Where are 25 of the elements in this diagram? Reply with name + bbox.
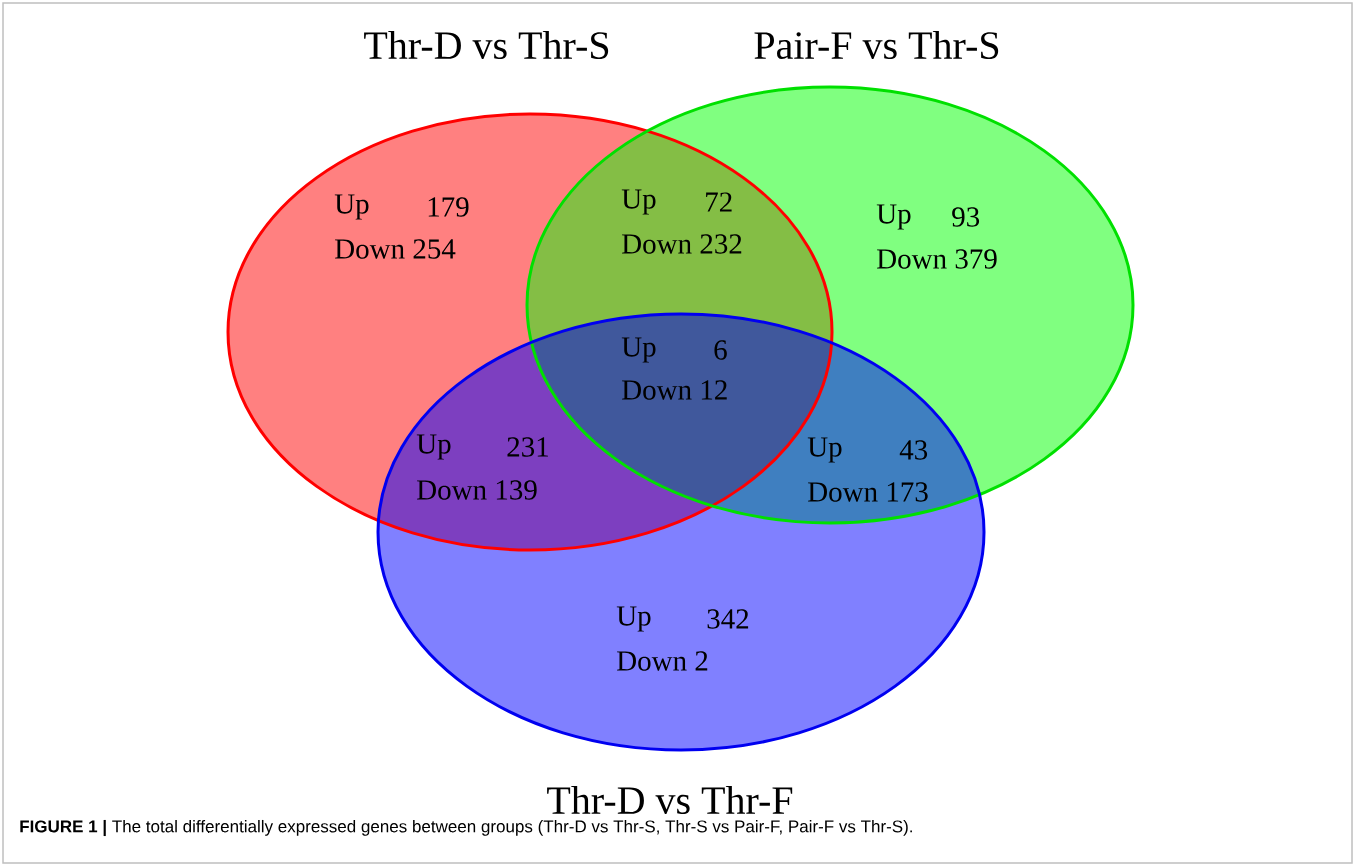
- region-label: Up: [621, 337, 656, 363]
- region-count: 72: [706, 192, 732, 212]
- region-label: Down 232: [622, 234, 742, 254]
- region-label: Up: [807, 437, 842, 463]
- region-label: Down 12: [622, 380, 727, 400]
- region-label: Down 2: [617, 651, 708, 671]
- region-label: Up: [416, 434, 451, 460]
- region-count: 342: [707, 609, 749, 629]
- region-label: Up: [616, 606, 651, 632]
- region-count: 43: [899, 440, 928, 460]
- region-count: 179: [428, 197, 469, 217]
- region-label: Up: [621, 189, 656, 215]
- node-label: Pair-F vs Thr-S: [754, 30, 999, 60]
- region-label: Down 254: [335, 239, 456, 259]
- region-count: 93: [952, 207, 980, 227]
- caption: FIGURE 1 | The total differentially expressed genes between groups (Thr-D vs Thr-S, Thr-S vs Pair-F, Pair-F vs Thr-S).: [20, 819, 912, 837]
- region-label: Down 173: [808, 482, 928, 502]
- region-label: Down 139: [417, 480, 537, 500]
- node-label: Thr-D vs Thr-F: [547, 785, 793, 815]
- region-label: Up: [876, 204, 911, 230]
- region-count: 6: [714, 340, 727, 360]
- region-count: 231: [507, 437, 548, 457]
- node-label: Thr-D vs Thr-S: [364, 30, 609, 60]
- region-label: Up: [334, 194, 369, 220]
- region-label: Down 379: [877, 249, 997, 269]
